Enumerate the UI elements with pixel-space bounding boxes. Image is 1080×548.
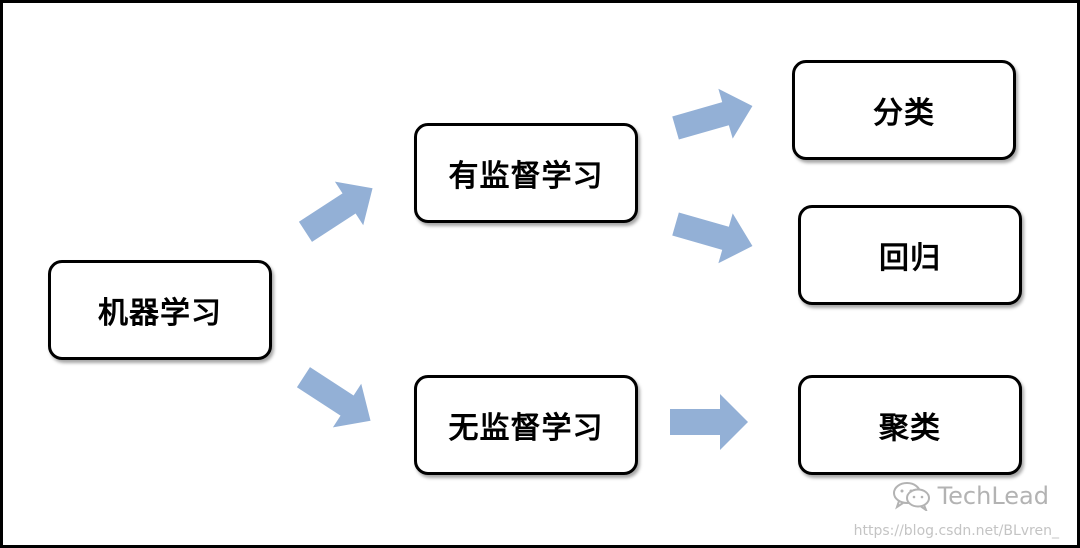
watermark-url: https://blog.csdn.net/BLvren_ <box>853 523 1059 539</box>
node-label: 有监督学习 <box>448 159 604 194</box>
node-classification: 分类 <box>792 60 1016 160</box>
watermark-brand: TechLead <box>937 482 1049 510</box>
node-label: 分类 <box>873 96 935 131</box>
node-label: 回归 <box>879 241 941 276</box>
arrows-layer <box>296 88 753 450</box>
node-unsupervised-learning: 无监督学习 <box>414 375 638 475</box>
arrow-supervised-to-classification <box>672 88 753 140</box>
node-clustering: 聚类 <box>798 375 1022 475</box>
arrow-ml-to-unsupervised <box>296 367 371 428</box>
node-label: 机器学习 <box>98 296 222 331</box>
node-regression: 回归 <box>798 205 1022 305</box>
arrow-unsupervised-to-clustering <box>670 394 748 450</box>
arrow-supervised-to-regression <box>672 212 753 264</box>
node-machine-learning: 机器学习 <box>48 260 272 360</box>
node-supervised-learning: 有监督学习 <box>414 123 638 223</box>
wechat-icon <box>892 482 930 511</box>
watermark: TechLead <box>892 481 1049 511</box>
arrow-ml-to-supervised <box>298 181 373 242</box>
node-label: 聚类 <box>879 411 941 446</box>
node-label: 无监督学习 <box>448 411 604 446</box>
